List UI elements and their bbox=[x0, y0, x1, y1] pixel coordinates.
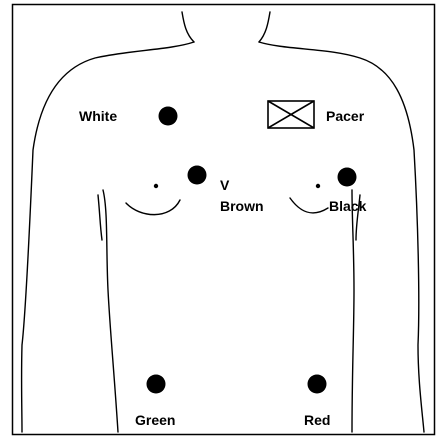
chest-contour-right bbox=[290, 198, 328, 213]
chest-contour-left bbox=[126, 200, 180, 215]
pacer-label: Pacer bbox=[326, 108, 365, 124]
crossed-box-icon bbox=[268, 101, 314, 128]
v-label: V bbox=[220, 177, 230, 193]
arm-inner-right bbox=[352, 190, 354, 432]
white-label: White bbox=[79, 108, 117, 124]
nipple-right bbox=[316, 184, 320, 188]
green-label: Green bbox=[135, 412, 175, 428]
black-label: Black bbox=[329, 198, 367, 214]
neck-right bbox=[259, 12, 270, 42]
armpit-left bbox=[98, 195, 102, 240]
diagram-frame bbox=[13, 5, 435, 435]
neck-left bbox=[182, 12, 194, 42]
torso-outline bbox=[22, 12, 424, 432]
black-electrode bbox=[338, 168, 357, 187]
brown-electrode bbox=[188, 166, 207, 185]
red-label: Red bbox=[304, 412, 330, 428]
nipple-left bbox=[154, 184, 158, 188]
green-electrode bbox=[147, 375, 166, 394]
shoulder-left bbox=[22, 42, 194, 432]
red-electrode bbox=[308, 375, 327, 394]
arm-inner-left bbox=[103, 190, 118, 432]
brown-label: Brown bbox=[220, 198, 264, 214]
white-electrode bbox=[159, 107, 178, 126]
